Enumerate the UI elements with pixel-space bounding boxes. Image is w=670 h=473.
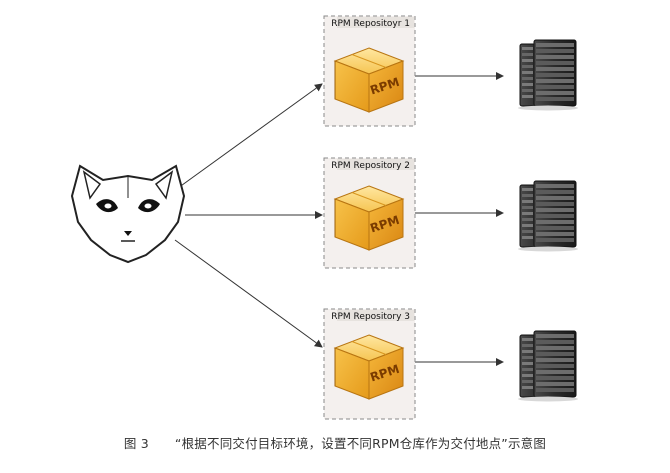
rpm-box-icon: RPM [334, 185, 404, 251]
gitlab-fox-icon [70, 164, 186, 264]
figure-number: 图 3 [123, 436, 149, 451]
rpm-box-icon: RPM [334, 334, 404, 400]
repository-1: RPM Repositoyr 1 RPM [323, 15, 416, 127]
server-rack-icon [517, 330, 579, 402]
figure-caption: 图 3 “根据不同交付目标环境，设置不同RPM仓库作为交付地点”示意图 [0, 433, 670, 452]
arrow-fox-to-repo-1 [177, 83, 323, 189]
repository-1-label: RPM Repositoyr 1 [331, 19, 410, 29]
repository-2: RPM Repository 2 RPM [323, 157, 416, 269]
arrow-fox-to-repo-3 [174, 239, 323, 348]
figure-caption-text: “根据不同交付目标环境，设置不同RPM仓库作为交付地点”示意图 [174, 436, 547, 451]
repository-2-title-bar [337, 159, 414, 170]
rpm-box-icon: RPM [334, 47, 404, 113]
repository-3-label: RPM Repository 3 [331, 312, 410, 322]
repository-2-label: RPM Repository 2 [331, 161, 410, 171]
repository-1-title-bar [337, 17, 414, 28]
repository-3: RPM Repository 3 RPM [323, 308, 416, 420]
server-rack-icon [517, 39, 579, 111]
server-rack-icon [517, 180, 579, 252]
repository-3-title-bar [337, 310, 414, 321]
